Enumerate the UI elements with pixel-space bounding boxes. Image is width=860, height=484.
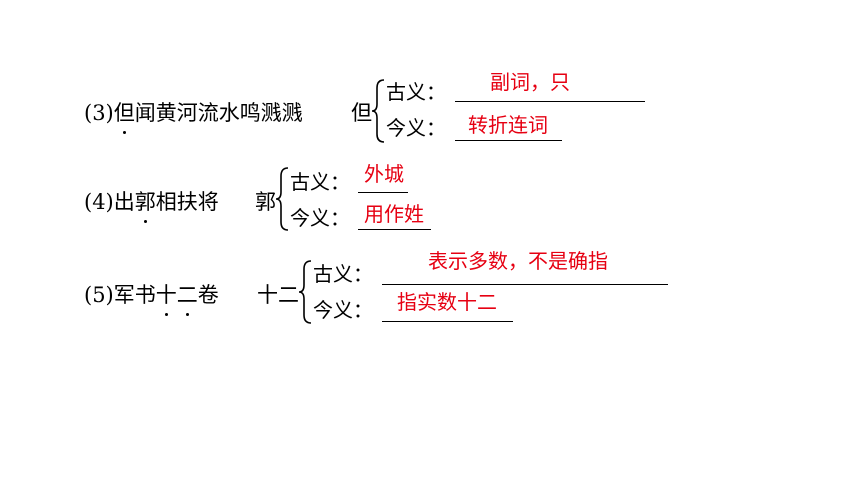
item-5: (5)军书十二卷 十二 古义： 表示多数，不是确指 今义： 指实数十二	[0, 0, 860, 324]
ancient-answer: 表示多数，不是确指	[428, 249, 608, 273]
item-3: (3)但闻黄河流水鸣溅溅 但 古义： 副词，只 今义： 转折连词	[0, 0, 860, 143]
modern-label: 今义：	[290, 206, 350, 230]
ancient-answer: 外城	[364, 162, 404, 186]
answer-line	[382, 321, 513, 322]
term-5: 十二	[257, 283, 299, 307]
term-3: 但	[351, 101, 372, 125]
sentence-3: (3)但闻黄河流水鸣溅溅	[84, 101, 303, 134]
brace-icon	[275, 167, 289, 231]
char: 书	[134, 283, 156, 307]
char: 卷	[197, 283, 219, 307]
modern-answer: 指实数十二	[397, 290, 497, 314]
brace-icon	[298, 260, 312, 324]
answer-line	[455, 140, 562, 141]
ancient-label: 古义：	[290, 170, 350, 194]
ancient-label: 古义：	[313, 262, 373, 286]
char: 将	[197, 190, 219, 214]
char: 水	[218, 101, 240, 125]
brace-icon	[371, 79, 385, 143]
sentence-4: (4)出郭相扶将	[84, 190, 219, 223]
sentence-prefix: (4)	[84, 190, 114, 214]
answer-line	[382, 284, 668, 285]
ancient-answer: 副词，只	[490, 70, 570, 94]
modern-answer: 转折连词	[468, 113, 548, 137]
item-4: (4)出郭相扶将 郭 古义： 外城 今义： 用作姓	[0, 0, 860, 231]
char: 河	[176, 101, 198, 125]
sentence-prefix: (5)	[84, 283, 114, 307]
sentence-prefix: (3)	[84, 101, 114, 125]
char: 军	[113, 283, 135, 307]
dotted-char: 郭	[134, 190, 156, 223]
answer-line	[455, 101, 645, 102]
answer-line	[358, 192, 408, 193]
char: 流	[197, 101, 219, 125]
char: 扶	[176, 190, 198, 214]
char: 溅	[281, 101, 303, 125]
dotted-char: 十	[155, 283, 177, 316]
ancient-label: 古义：	[386, 80, 446, 104]
answer-line	[358, 229, 431, 230]
dotted-char: 二	[176, 283, 198, 316]
modern-answer: 用作姓	[364, 202, 424, 226]
char: 溅	[260, 101, 282, 125]
sentence-5: (5)军书十二卷	[84, 283, 219, 316]
char: 出	[113, 190, 135, 214]
dotted-char: 但	[113, 101, 135, 134]
char: 鸣	[239, 101, 261, 125]
term-4: 郭	[255, 190, 276, 214]
modern-label: 今义：	[313, 298, 373, 322]
char: 闻	[134, 101, 156, 125]
char: 黄	[155, 101, 177, 125]
modern-label: 今义：	[386, 116, 446, 140]
char: 相	[155, 190, 177, 214]
